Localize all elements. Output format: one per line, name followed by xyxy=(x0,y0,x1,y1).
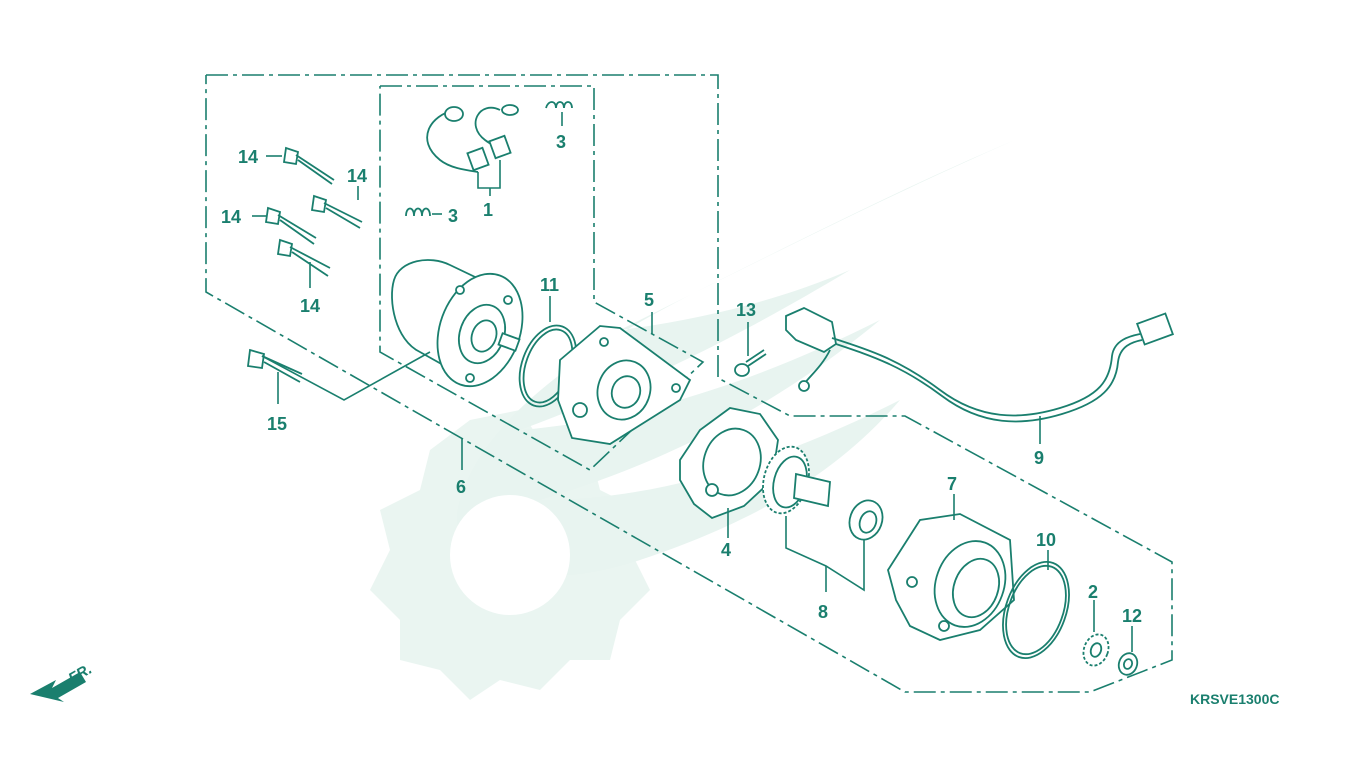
callout-7: 7 xyxy=(947,474,957,494)
callout-8: 8 xyxy=(818,602,828,622)
part-harness-9 xyxy=(785,307,1175,444)
callout-1: 1 xyxy=(483,200,493,220)
part-brush-set xyxy=(426,104,519,173)
part-bolt-14c xyxy=(252,206,317,245)
callout-3b: 3 xyxy=(448,206,458,226)
leader-6 xyxy=(261,351,463,470)
callout-15: 15 xyxy=(267,414,287,434)
callout-3a: 3 xyxy=(556,132,566,152)
part-oring-10 xyxy=(1002,550,1070,659)
callout-14b: 14 xyxy=(347,166,367,186)
callout-6: 6 xyxy=(456,477,466,497)
part-bolt-15 xyxy=(246,348,303,404)
part-bearing-8 xyxy=(848,499,884,541)
callout-12: 12 xyxy=(1122,606,1142,626)
part-cover-5 xyxy=(557,312,692,445)
front-direction-arrow: FR. xyxy=(30,661,95,702)
part-bolt-14a xyxy=(266,146,335,185)
callout-4: 4 xyxy=(721,540,731,560)
watermark-logo xyxy=(370,140,1015,700)
callout-11: 11 xyxy=(540,275,559,295)
leader-1 xyxy=(477,160,501,196)
part-bolt-14b xyxy=(310,186,363,229)
callout-14a: 14 xyxy=(238,147,258,167)
part-gear-2 xyxy=(1082,600,1110,667)
part-washer-12 xyxy=(1117,626,1139,676)
diagram-code: KRSVE1300C xyxy=(1190,691,1280,707)
callout-14c: 14 xyxy=(221,207,241,227)
callout-5: 5 xyxy=(644,290,654,310)
callout-9: 9 xyxy=(1034,448,1044,468)
part-case-7 xyxy=(887,494,1015,641)
part-starter-motor xyxy=(391,259,524,388)
callout-14d: 14 xyxy=(300,296,320,316)
group-boundary-outer xyxy=(205,74,1173,693)
part-spring-lower xyxy=(405,207,442,217)
callout-2: 2 xyxy=(1088,582,1098,602)
part-spring-upper xyxy=(545,101,573,126)
leader-8 xyxy=(785,516,865,592)
part-screw-13 xyxy=(734,322,767,377)
group-boundary-inner xyxy=(379,85,705,471)
part-bolt-14d xyxy=(276,238,331,288)
callout-13: 13 xyxy=(736,300,756,320)
part-gear-8 xyxy=(762,445,831,515)
callout-10: 10 xyxy=(1036,530,1056,550)
